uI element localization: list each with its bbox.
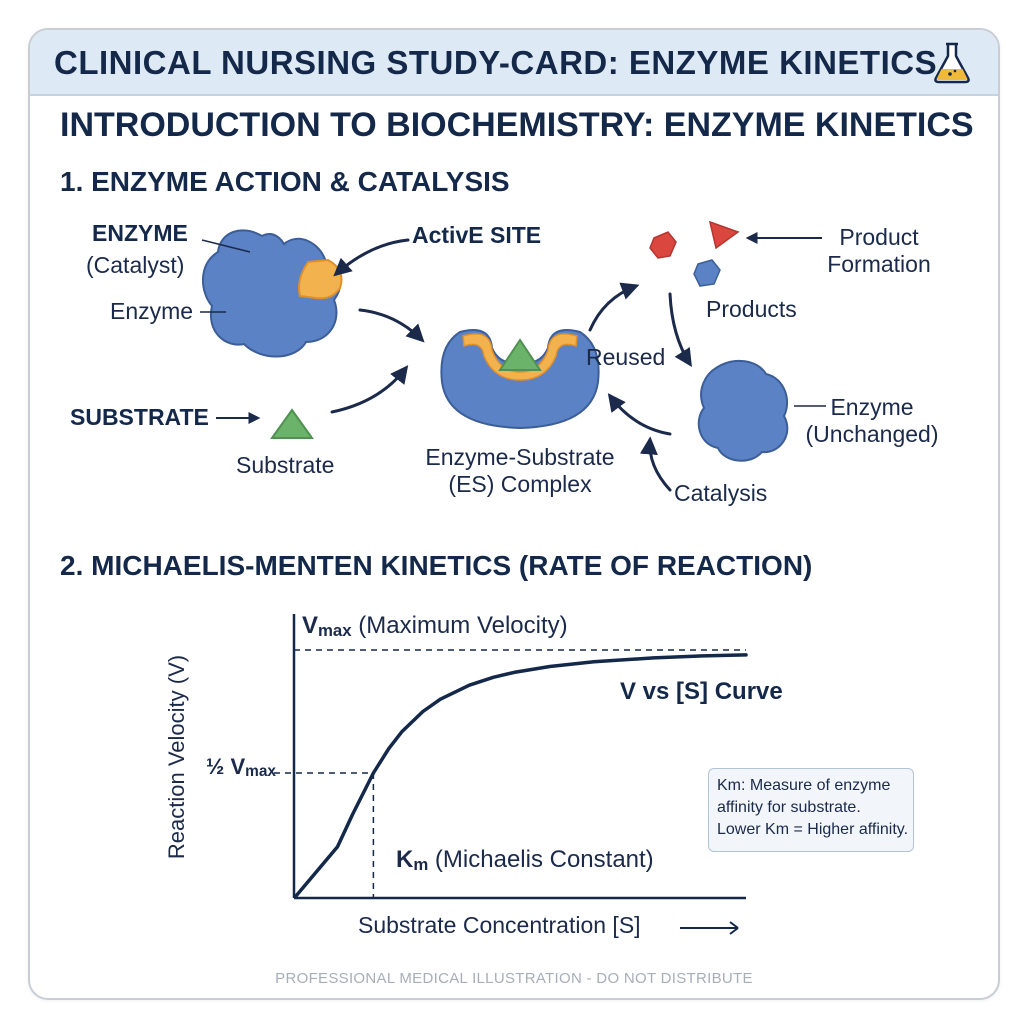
km-note-line-1: Km: Measure of enzyme <box>717 777 891 794</box>
product-formation-line1: Product <box>839 224 919 250</box>
study-card: CLINICAL NURSING STUDY-CARD: ENZYME KINE… <box>28 28 1000 1000</box>
es-complex-label-line1: Enzyme-Substrate <box>425 444 615 470</box>
substrate-to-complex-arrow <box>330 365 409 414</box>
enzyme-unchanged-shape <box>697 359 789 462</box>
km-note-line-2: affinity for substrate. <box>717 799 861 816</box>
enzyme-pointer <box>201 239 251 253</box>
product-formation-line2: Formation <box>827 251 931 277</box>
enzyme-shape <box>201 229 343 358</box>
x-axis-label: Substrate Concentration [S] <box>358 912 641 938</box>
michaelis-menten-chart <box>274 614 748 935</box>
section-2-heading: 2. MICHAELIS-MENTEN KINETICS (RATE OF RE… <box>60 550 813 581</box>
products-label: Products <box>706 296 797 322</box>
curve-label: V vs [S] Curve <box>620 678 783 705</box>
enzyme-unchanged-line2: (Unchanged) <box>805 421 939 447</box>
active-site-arrow <box>333 238 410 277</box>
enzyme-unchanged-line1: Enzyme <box>830 394 914 420</box>
half-vmax-subscript: max <box>245 763 276 781</box>
footer-disclaimer: PROFESSIONAL MEDICAL ILLUSTRATION - DO N… <box>275 970 753 987</box>
half-vmax-prefix: ½ V <box>206 754 246 779</box>
half-vmax-label: ½ Vmax <box>206 754 276 780</box>
product-formation-label: Product Formation <box>816 224 942 278</box>
km-note-box: Km: Measure of enzyme affinity for subst… <box>708 768 914 852</box>
catalysis-label: Catalysis <box>674 480 768 506</box>
km-label: Km (Michaelis Constant) <box>396 846 654 874</box>
enzyme-unchanged-label: Enzyme (Unchanged) <box>800 394 944 448</box>
enzyme-to-complex-arrow <box>358 308 425 343</box>
active-site-label: ActivE SITE <box>412 222 542 248</box>
products-to-enzyme-arrow <box>668 292 692 368</box>
vmax-description: (Maximum Velocity) <box>351 612 568 639</box>
catalysis-arrow <box>607 393 672 436</box>
catalyst-label: (Catalyst) <box>86 252 185 278</box>
catalysis-curve-arrow <box>639 436 672 492</box>
product-shapes <box>649 220 740 287</box>
mm-curve-line <box>294 653 748 898</box>
section-1-heading: 1. ENZYME ACTION & CATALYSIS <box>60 166 510 197</box>
substrate-caps-label: SUBSTRATE <box>70 404 209 430</box>
enzyme-action-diagram <box>200 220 826 492</box>
km-symbol: K <box>396 846 414 873</box>
complex-to-products-arrow <box>588 282 640 332</box>
es-complex-label: Enzyme-Substrate (ES) Complex <box>402 444 638 498</box>
es-complex-label-line2: (ES) Complex <box>448 471 592 497</box>
main-title: INTRODUCTION TO BIOCHEMISTRY: ENZYME KIN… <box>60 106 974 144</box>
banner: CLINICAL NURSING STUDY-CARD: ENZYME KINE… <box>30 30 998 96</box>
vmax-label: Vmax (Maximum Velocity) <box>302 612 568 640</box>
km-description: (Michaelis Constant) <box>428 846 654 873</box>
es-complex-shape <box>440 329 600 430</box>
enzyme-label: Enzyme <box>110 298 194 324</box>
vmax-symbol: V <box>302 612 319 639</box>
km-subscript: m <box>413 854 429 874</box>
enzyme-caps-label: ENZYME <box>92 220 188 246</box>
substrate-shape <box>270 408 314 439</box>
flask-icon <box>934 42 970 84</box>
vmax-subscript: max <box>318 620 352 640</box>
km-note-line-3: Lower Km = Higher affinity. <box>717 821 909 838</box>
x-arrow-head-bottom <box>729 927 739 935</box>
banner-title: CLINICAL NURSING STUDY-CARD: ENZYME KINE… <box>54 44 938 81</box>
y-axis-label: Reaction Velocity (V) <box>164 654 189 860</box>
reused-label: Reused <box>586 344 666 370</box>
substrate-label: Substrate <box>236 452 335 478</box>
